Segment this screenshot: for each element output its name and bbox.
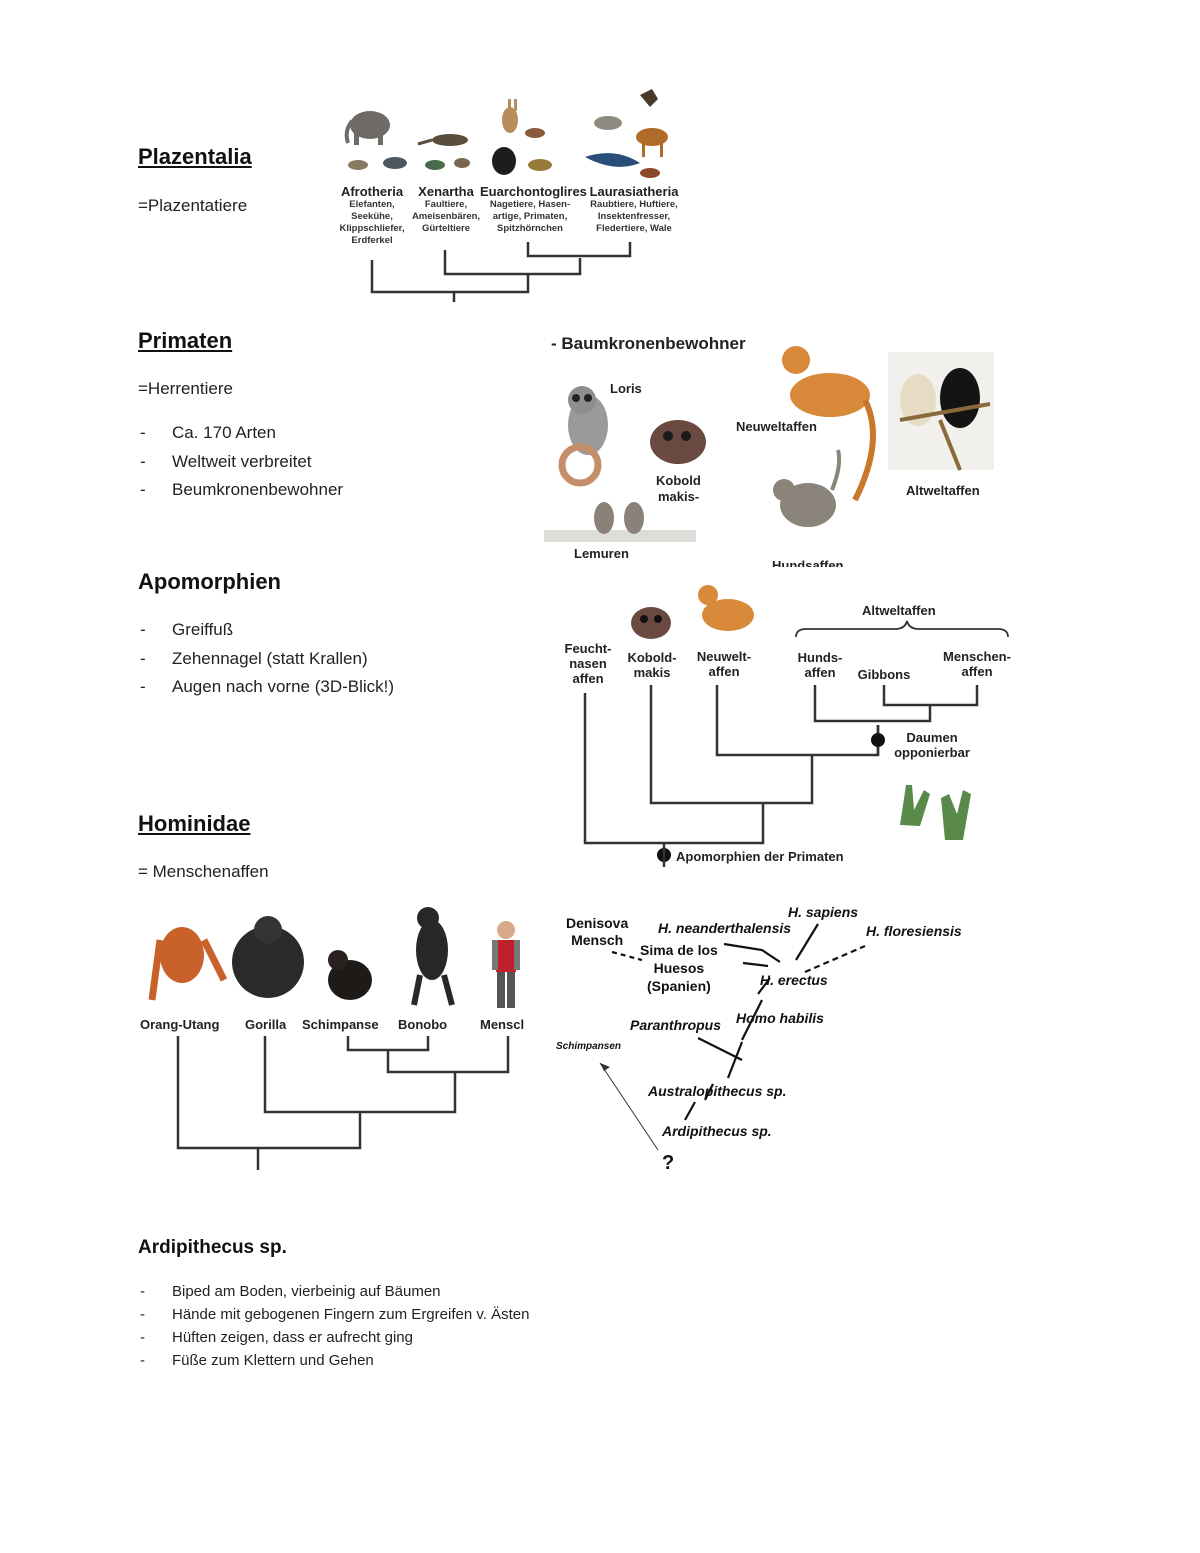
taxon-bonobo: Bonobo xyxy=(398,1017,447,1032)
taxon-line: Neuwelt- xyxy=(692,649,756,664)
taxon-line: makis xyxy=(622,665,682,680)
taxon-line: affen xyxy=(938,664,1016,679)
label-neuweltaffen: Neuweltaffen xyxy=(736,419,817,434)
list-item: Zehennagel (statt Krallen) xyxy=(138,645,538,674)
heading-primaten: Primaten xyxy=(138,328,232,354)
node-line: opponierbar xyxy=(890,745,974,760)
group-desc-line: Raubtiere, Huftiere, xyxy=(584,199,684,211)
label-lemuren: Lemuren xyxy=(574,546,629,561)
label-hundsaffen: Hundsaffen xyxy=(772,558,844,567)
ardipithecus-list: Biped am Boden, vierbeinig auf Bäumen Hä… xyxy=(138,1280,658,1372)
placentalia-group-xenartha: Xenartha Faultiere, Ameisenbären, Gürtel… xyxy=(408,184,484,235)
taxon-line: Hunds- xyxy=(790,650,850,665)
group-desc-line: Seekühe, xyxy=(330,211,414,223)
label-sima-de-los-huesos: Sima de los Huesos (Spanien) xyxy=(640,941,718,995)
label-ardipithecus: Ardipithecus sp. xyxy=(662,1123,772,1139)
group-desc-line: Nagetiere, Hasen- xyxy=(480,199,580,211)
subtitle-menschenaffen: = Menschenaffen xyxy=(138,862,269,882)
taxon-gorilla: Gorilla xyxy=(245,1017,286,1032)
group-desc-line: Ameisenbären, xyxy=(408,211,484,223)
group-desc-line: Fledertiere, Wale xyxy=(584,223,684,235)
taxon-line: Kobold- xyxy=(622,650,682,665)
subtitle-herrentiere: =Herrentiere xyxy=(138,379,233,399)
label-line: Denisova xyxy=(566,915,628,932)
group-name: Laurasiatheria xyxy=(584,184,684,199)
group-desc-line: Faultiere, xyxy=(408,199,484,211)
list-item: Weltweit verbreitet xyxy=(138,448,518,477)
heading-apomorphien: Apomorphien xyxy=(138,569,281,595)
group-desc-line: Klippschliefer, xyxy=(330,223,414,235)
heading-hominidae: Hominidae xyxy=(138,811,250,837)
taxon-line: affen xyxy=(790,665,850,680)
taxon-neuweltaffen: Neuwelt- affen xyxy=(692,649,756,679)
taxon-line: affen xyxy=(692,664,756,679)
node-apomorphien-der-primaten: Apomorphien der Primaten xyxy=(676,849,844,864)
taxon-orang-utang: Orang-Utang xyxy=(140,1017,219,1032)
list-item: Hände mit gebogenen Fingern zum Ergreife… xyxy=(138,1303,658,1326)
placentalia-group-laurasiatheria: Laurasiatheria Raubtiere, Huftiere, Inse… xyxy=(584,184,684,235)
primate-illustrations xyxy=(540,340,1000,570)
label-line: Mensch xyxy=(566,932,628,949)
group-desc-line: Insektenfresser, xyxy=(584,211,684,223)
group-desc-line: Gürteltiere xyxy=(408,223,484,235)
label-homo-habilis: Homo habilis xyxy=(736,1010,824,1026)
label-line: Huesos xyxy=(640,959,718,977)
taxon-feuchtnasenaffen: Feucht- nasen affen xyxy=(558,641,618,686)
node-daumen-opponierbar: Daumen opponierbar xyxy=(890,730,974,760)
placentalia-animal-illustrations xyxy=(330,85,690,185)
taxon-gibbons: Gibbons xyxy=(852,667,916,682)
list-item: Biped am Boden, vierbeinig auf Bäumen xyxy=(138,1280,658,1303)
label-australopithecus: Australopithecus sp. xyxy=(648,1083,786,1099)
list-item: Augen nach vorne (3D-Blick!) xyxy=(138,673,538,702)
taxon-line: Gibbons xyxy=(852,667,916,682)
hominidae-cladogram xyxy=(170,1032,520,1172)
label-h-erectus: H. erectus xyxy=(760,972,828,988)
taxon-line: Feucht- xyxy=(558,641,618,656)
label-line: Sima de los xyxy=(640,941,718,959)
taxon-hundsaffen: Hunds- affen xyxy=(790,650,850,680)
group-desc-line: Elefanten, xyxy=(330,199,414,211)
taxon-schimpanse: Schimpanse xyxy=(302,1017,379,1032)
taxon-line: affen xyxy=(558,671,618,686)
group-desc-line: Spitzhörnchen xyxy=(480,223,580,235)
primaten-list: Ca. 170 Arten Weltweit verbreitet Beumkr… xyxy=(138,419,518,505)
group-name: Afrotheria xyxy=(330,184,414,199)
group-desc-line: artige, Primaten, xyxy=(480,211,580,223)
node-line: Daumen xyxy=(890,730,974,745)
label-loris: Loris xyxy=(610,381,642,396)
taxon-menschenaffen: Menschen- affen xyxy=(938,649,1016,679)
list-item: Hüften zeigen, dass er aufrecht ging xyxy=(138,1326,658,1349)
placentalia-cladogram xyxy=(360,240,650,305)
label-h-neanderthalensis: H. neanderthalensis xyxy=(658,920,791,936)
list-item: Füße zum Klettern und Gehen xyxy=(138,1349,658,1372)
taxon-line: Menschen- xyxy=(938,649,1016,664)
list-item: Greiffuß xyxy=(138,616,538,645)
label-altweltaffen: Altweltaffen xyxy=(906,483,980,498)
label-paranthropus: Paranthropus xyxy=(630,1017,721,1033)
heading-plazentalia: Plazentalia xyxy=(138,144,252,170)
label-h-floresiensis: H. floresiensis xyxy=(866,923,962,939)
label-kobold: Kobold xyxy=(656,473,701,488)
label-line: (Spanien) xyxy=(640,977,718,995)
taxon-koboldmakis: Kobold- makis xyxy=(622,650,682,680)
placentalia-group-euarchontoglires: Euarchontoglires Nagetiere, Hasen- artig… xyxy=(480,184,580,235)
group-name: Euarchontoglires xyxy=(480,184,580,199)
label-denisova: Denisova Mensch xyxy=(566,915,628,949)
subtitle-plazentatiere: =Plazentatiere xyxy=(138,196,247,216)
list-item: Beumkronenbewohner xyxy=(138,476,518,505)
group-name: Xenartha xyxy=(408,184,484,199)
hominidae-illustrations xyxy=(140,900,530,1010)
list-item: Ca. 170 Arten xyxy=(138,419,518,448)
apomorphien-list: Greiffuß Zehennagel (statt Krallen) Auge… xyxy=(138,616,538,702)
placentalia-group-afrotheria: Afrotheria Elefanten, Seekühe, Klippschl… xyxy=(330,184,414,247)
taxon-line: nasen xyxy=(558,656,618,671)
label-schimpansen: Schimpansen xyxy=(556,1041,621,1052)
heading-ardipithecus: Ardipithecus sp. xyxy=(138,1237,287,1259)
label-unknown-root: ? xyxy=(662,1152,674,1175)
taxon-mensch: Menscl xyxy=(480,1017,526,1032)
label-h-sapiens: H. sapiens xyxy=(788,904,858,920)
label-makis: makis- xyxy=(658,489,699,504)
